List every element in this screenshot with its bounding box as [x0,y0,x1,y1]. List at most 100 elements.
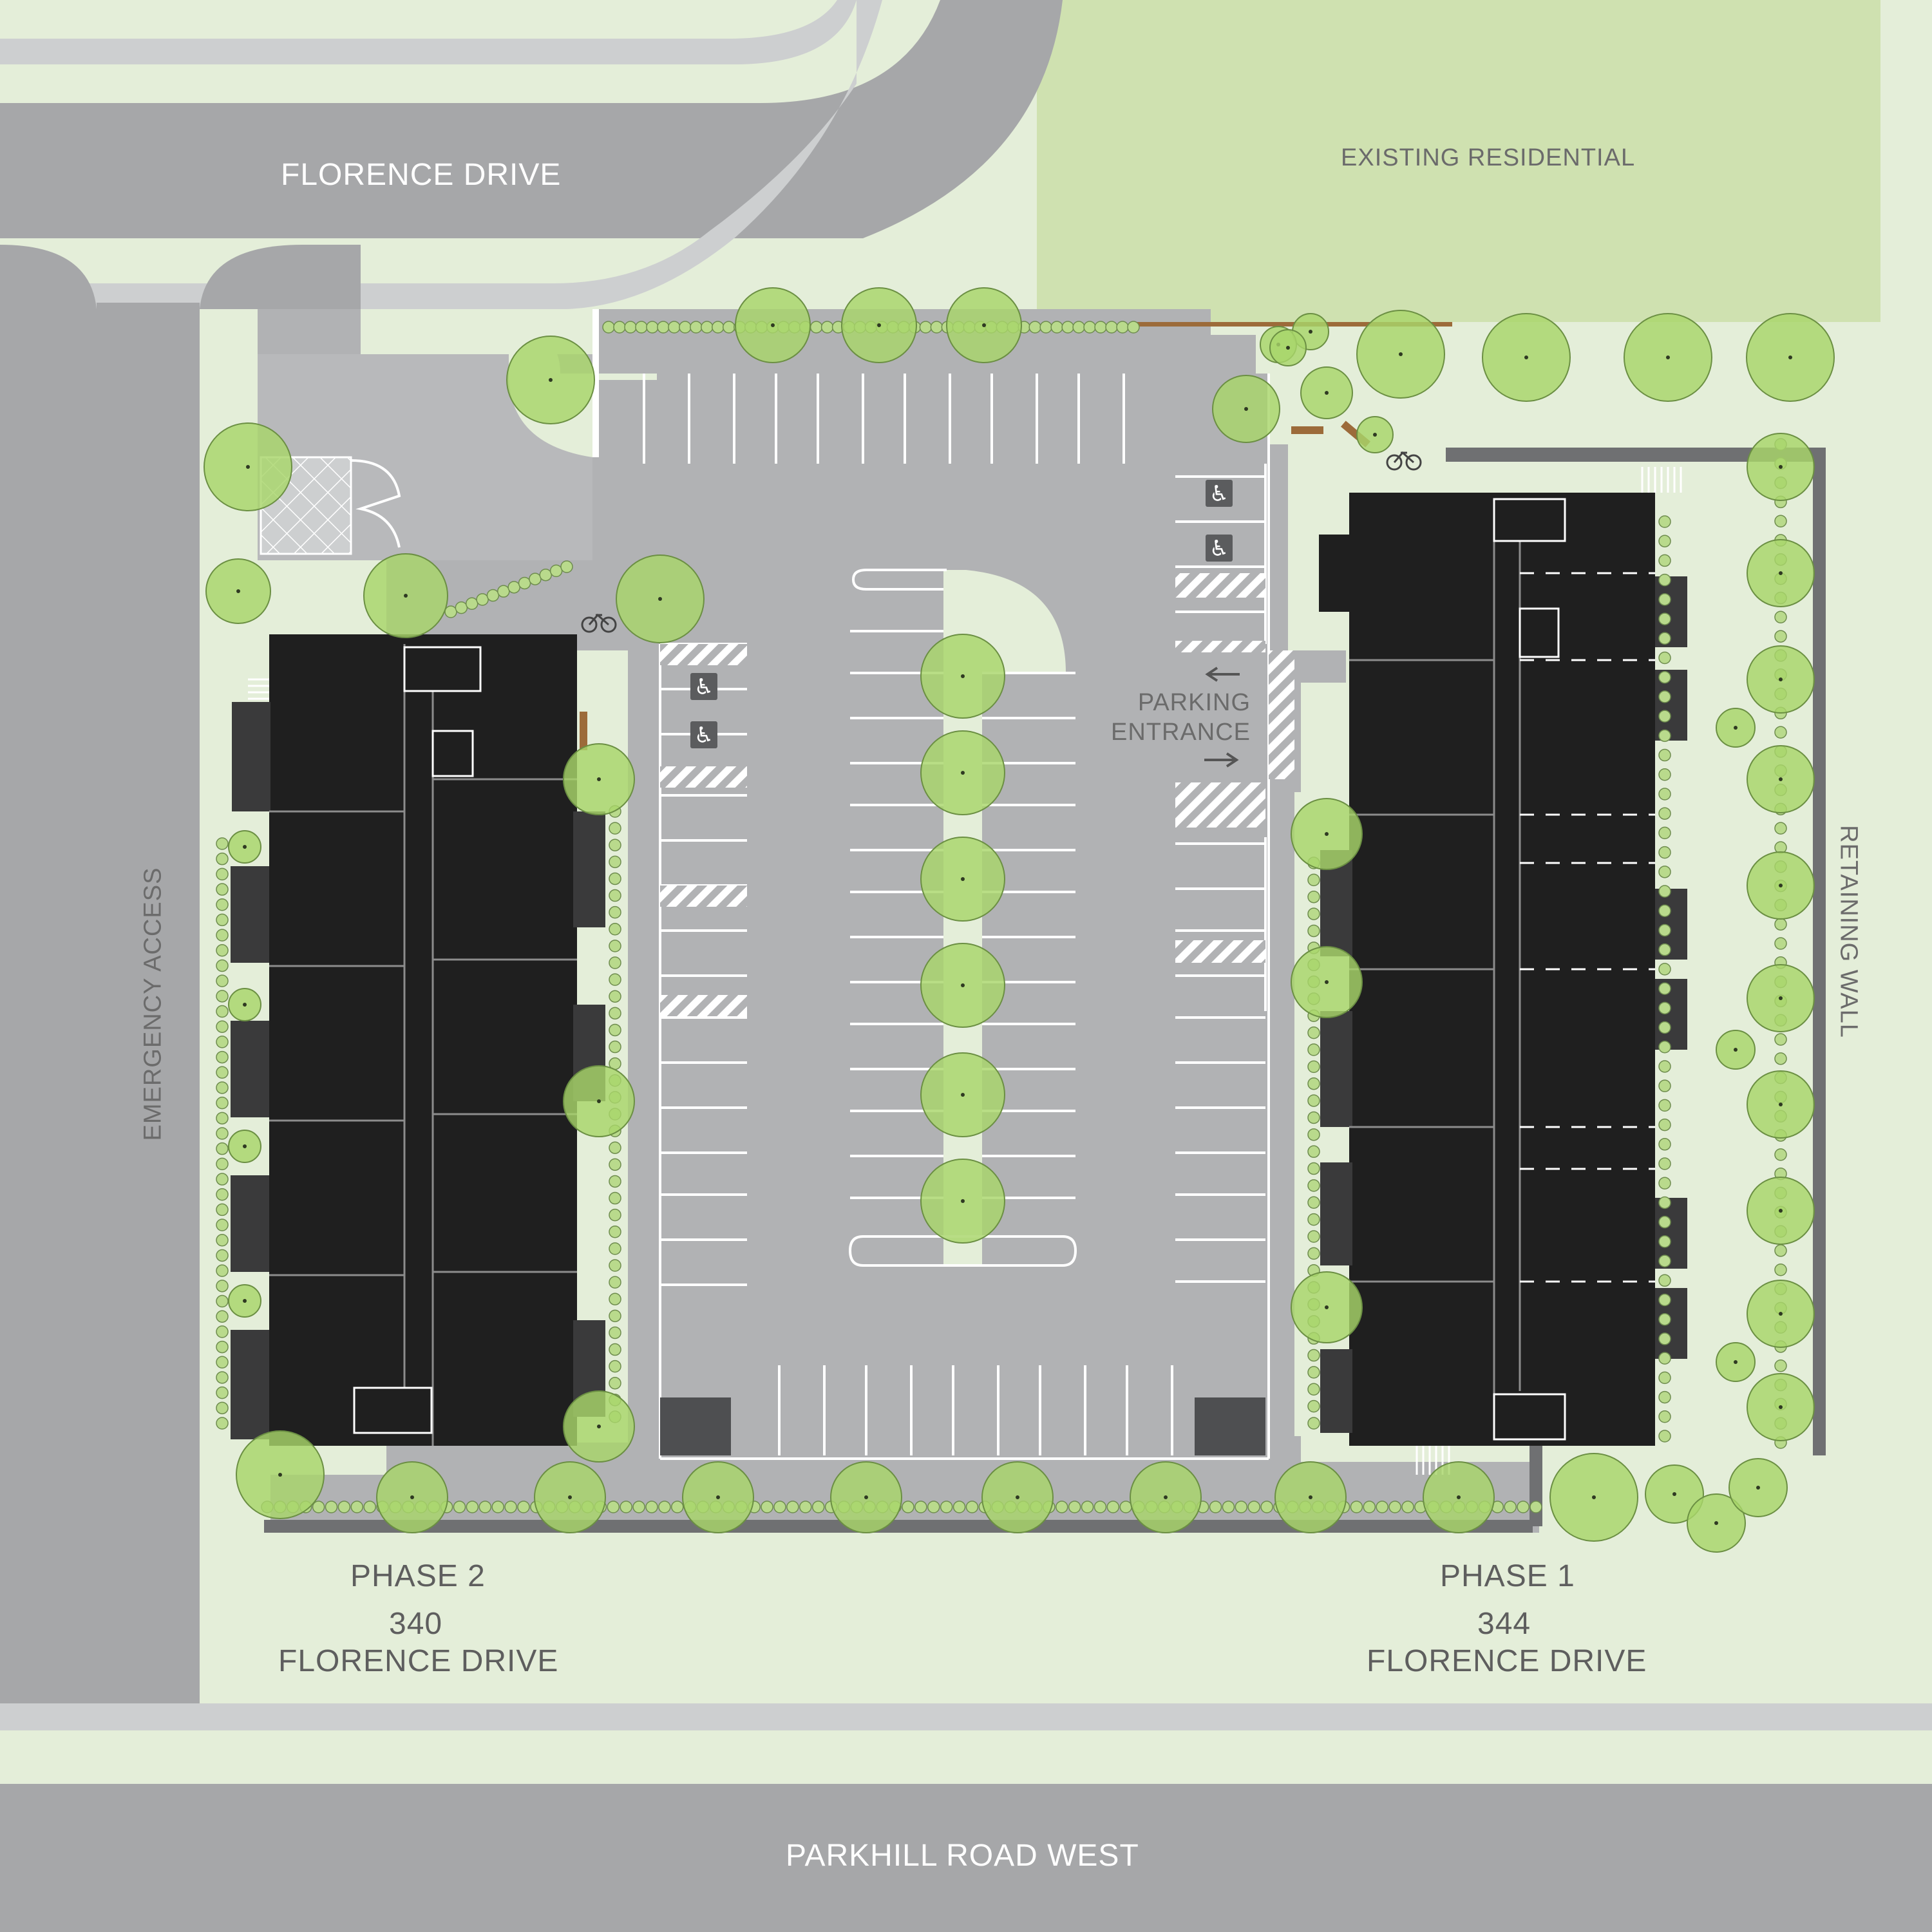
shrub-icon [216,883,229,896]
shrub-icon [902,1501,914,1513]
shrub-icon [1658,1215,1671,1229]
tree-icon [1291,1271,1363,1343]
tree-icon [1747,645,1815,714]
shrub-icon [216,959,229,972]
shrub-icon [518,576,531,590]
shrub-icon [609,1377,621,1390]
shrub-icon [1658,1352,1671,1365]
shrub-icon [609,855,621,869]
parking-median-bottom [848,1235,1077,1267]
shrub-icon [609,822,621,835]
shrub-icon [1658,1312,1671,1326]
shrub-icon [1658,1293,1671,1307]
svg-text:♿: ♿ [1209,481,1229,507]
shrub-icon [1658,1274,1671,1287]
shrub-icon [609,1242,621,1255]
tree-icon [1423,1461,1495,1533]
parking-north-curb [592,309,599,457]
label-phase2: PHASE 2 [350,1559,486,1593]
tree-icon [563,743,635,815]
trees [204,287,1835,1553]
tree-icon [1747,433,1815,501]
shrub-icon [609,1208,621,1222]
shrub-icon [927,1501,940,1513]
label-phase1-address-street: FLORENCE DRIVE [1367,1644,1647,1678]
shrub-icon [1658,1371,1671,1385]
shrub-icon [476,593,489,606]
shrub-icon [1658,1099,1671,1112]
shrub-icon [635,321,648,334]
shrub-icon [1307,1094,1320,1107]
shrub-icon [216,1066,229,1079]
tree-icon [1300,366,1353,419]
no-parking-hatch [660,573,1294,1016]
shrub-icon [216,1325,229,1338]
tree-icon [228,988,261,1021]
shrub-icon [609,990,621,1003]
shrub-icon [609,1359,621,1373]
label-retaining-wall: RETAINING WALL [1835,825,1862,1038]
shrub-icon [658,1501,671,1513]
shrub-icon [646,321,659,334]
shrub-icon [216,1371,229,1384]
shrub-icon [1774,822,1787,835]
tree-icon [1747,1177,1815,1245]
shrub-icon [455,601,468,614]
shrub-icon [671,1501,684,1513]
shrub-icon [1039,321,1052,334]
shrub-icon [539,568,553,582]
parkhill-road-west [0,1784,1932,1932]
tree-icon [228,1284,261,1318]
shrub-icon [607,1501,620,1513]
parkhill-sidewalk [0,1703,1932,1730]
shrub-icon [1658,593,1671,606]
shrub-icon [1307,1162,1320,1175]
shrub-icon [216,1081,229,1094]
shrub-icon [216,1340,229,1354]
shrub-icon [1658,729,1671,743]
shrub-icon [609,1191,621,1205]
shrub-icon [811,1501,825,1513]
label-phase2-address-number: 340 [389,1607,443,1641]
shrub-icon [216,1127,229,1140]
tree-icon [228,1130,261,1163]
shrub-icon [216,1234,229,1247]
shrub-icon [609,956,621,969]
shrub-icon [1658,826,1671,840]
shrub-icon [1247,1501,1260,1513]
parking-stalls [643,374,1270,1460]
shrub-icon [216,1249,229,1262]
shrub-icon [325,1501,338,1513]
tree-icon [534,1461,606,1533]
shrub-icon [216,898,229,911]
shrub-icon [602,321,615,334]
shrub-icon [1061,321,1074,334]
shrub-icon [216,1173,229,1186]
shrub-icon [1658,1118,1671,1132]
shrub-icon [820,321,834,334]
shrub-icon [1774,611,1787,624]
svg-text:♿: ♿ [1209,536,1229,562]
tree-icon [1482,313,1571,402]
shrub-icon [216,1020,229,1033]
shrub-icon [337,1501,351,1513]
street-label-parkhill-road-west: PARKHILL ROAD WEST [786,1839,1139,1873]
shrub-icon [1658,1040,1671,1054]
shrub-icon [1127,321,1140,334]
tree-icon [1728,1458,1788,1517]
shrub-icon [1658,768,1671,781]
shrub-icon [465,597,478,611]
shrub-icon [216,1417,229,1430]
shrub-icon [609,1343,621,1356]
florence-drive-sidewalk-top [0,0,857,64]
shrub-icon [478,1501,492,1513]
shrub-icon [1388,1501,1401,1513]
shrub-icon [1307,1399,1320,1413]
shrub-icon [1658,866,1671,878]
shrub-icon [609,940,621,952]
shrub-icon [609,1158,621,1171]
shrub-icon [657,321,670,334]
shrub-icon [1658,1332,1671,1345]
shrub-icon [1307,1060,1320,1074]
shrub-icon [609,1293,621,1305]
